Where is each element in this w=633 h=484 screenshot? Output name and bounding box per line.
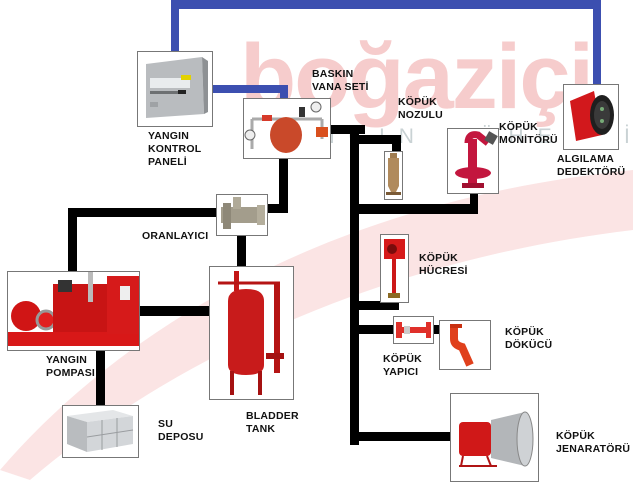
foam-chamber-image[interactable] — [380, 234, 409, 303]
label-foam-generator: KÖPÜK JENARATÖRÜ — [556, 430, 630, 456]
foam-pourer-image[interactable] — [439, 320, 491, 370]
label-foam-monitor: KÖPÜK MONİTÖRÜ — [499, 121, 558, 147]
label-foam-pourer: KÖPÜK DÖKÜCÜ — [505, 326, 552, 352]
label-line: MONİTÖRÜ — [499, 134, 558, 146]
label-line: KÖPÜK — [419, 252, 458, 264]
foam-monitor-image[interactable] — [447, 128, 499, 194]
label-line: DEDEKTÖRÜ — [557, 166, 626, 178]
label-line: ORANLAYICI — [142, 230, 209, 242]
label-line: HÜCRESİ — [419, 265, 468, 277]
pipe-pump-to-tank — [96, 349, 105, 406]
pipe-down-to-pump — [68, 208, 77, 273]
detector-image[interactable] — [563, 84, 619, 150]
label-line: KÖPÜK — [556, 430, 595, 442]
pipe-to-nozzle-h — [350, 135, 401, 144]
pipe-to-monitor-h — [350, 204, 478, 214]
label-line: NOZULU — [398, 109, 443, 121]
watermark-swoosh — [0, 170, 633, 480]
label-line: BASKIN — [312, 68, 354, 80]
label-line: JENARATÖRÜ — [556, 443, 631, 455]
pipe-main-riser — [350, 125, 359, 445]
pipe-pump-to-bladder — [138, 306, 211, 316]
label-line: BLADDER — [246, 410, 299, 422]
pipe-to-foam-maker — [350, 325, 394, 334]
signal-line-valve-v — [280, 85, 288, 99]
label-line: YANGIN — [148, 130, 190, 142]
label-deluge-valve: BASKIN VANA SETİ — [312, 68, 369, 94]
pipe-proportioner-left — [68, 208, 218, 217]
label-proportioner: ORANLAYICI — [142, 230, 208, 243]
pipe-valve-right — [329, 125, 365, 134]
bladder-tank-image[interactable] — [209, 266, 294, 400]
fire-pump-image[interactable] — [7, 271, 140, 351]
signal-line-left — [171, 0, 179, 52]
label-control-panel: YANGIN KONTROL PANELİ — [148, 130, 201, 169]
proportioner-image[interactable] — [216, 194, 268, 236]
label-line: KÖPÜK — [398, 96, 437, 108]
label-foam-nozzle: KÖPÜK NOZULU — [398, 96, 443, 122]
label-line: TANK — [246, 423, 276, 435]
label-line: YANGIN — [46, 354, 88, 366]
control-panel-image[interactable] — [137, 51, 213, 127]
label-line: SU — [158, 418, 173, 430]
deluge-valve-image[interactable] — [243, 98, 331, 159]
label-line: KONTROL — [148, 143, 202, 155]
label-line: KÖPÜK — [499, 121, 538, 133]
label-detector: ALGILAMA DEDEKTÖRÜ — [557, 153, 625, 179]
label-line: PANELİ — [148, 156, 187, 168]
pipe-to-nozzle-v — [392, 135, 401, 153]
pipe-to-monitor-v — [470, 192, 478, 214]
pipe-proportioner-to-bladder — [237, 234, 246, 267]
pipe-maker-to-pourer — [433, 325, 441, 334]
foam-nozzle-image[interactable] — [384, 151, 403, 200]
label-line: ALGILAMA — [557, 153, 615, 165]
label-fire-pump: YANGIN POMPASI — [46, 354, 95, 380]
label-line: DEPOSU — [158, 431, 204, 443]
label-foam-maker: KÖPÜK YAPICI — [383, 353, 422, 379]
label-line: YAPICI — [383, 366, 419, 378]
signal-line-right — [593, 0, 601, 85]
label-water-tank: SU DEPOSU — [158, 418, 204, 444]
label-line: DÖKÜCÜ — [505, 339, 553, 351]
label-bladder-tank: BLADDER TANK — [246, 410, 299, 436]
pipe-to-chamber — [350, 301, 399, 310]
label-line: KÖPÜK — [505, 326, 544, 338]
pipe-valve-to-proportioner — [266, 204, 288, 213]
label-line: KÖPÜK — [383, 353, 422, 365]
pipe-to-generator — [350, 432, 451, 441]
pipe-valve-down — [279, 158, 288, 213]
signal-line-valve-h — [212, 85, 288, 93]
foam-maker-image[interactable] — [393, 316, 434, 344]
foam-generator-image[interactable] — [450, 393, 539, 482]
label-foam-chamber: KÖPÜK HÜCRESİ — [419, 252, 468, 278]
label-line: VANA SETİ — [312, 81, 369, 93]
signal-line-top — [171, 0, 601, 9]
water-tank-image[interactable] — [62, 405, 139, 458]
label-line: POMPASI — [46, 367, 96, 379]
